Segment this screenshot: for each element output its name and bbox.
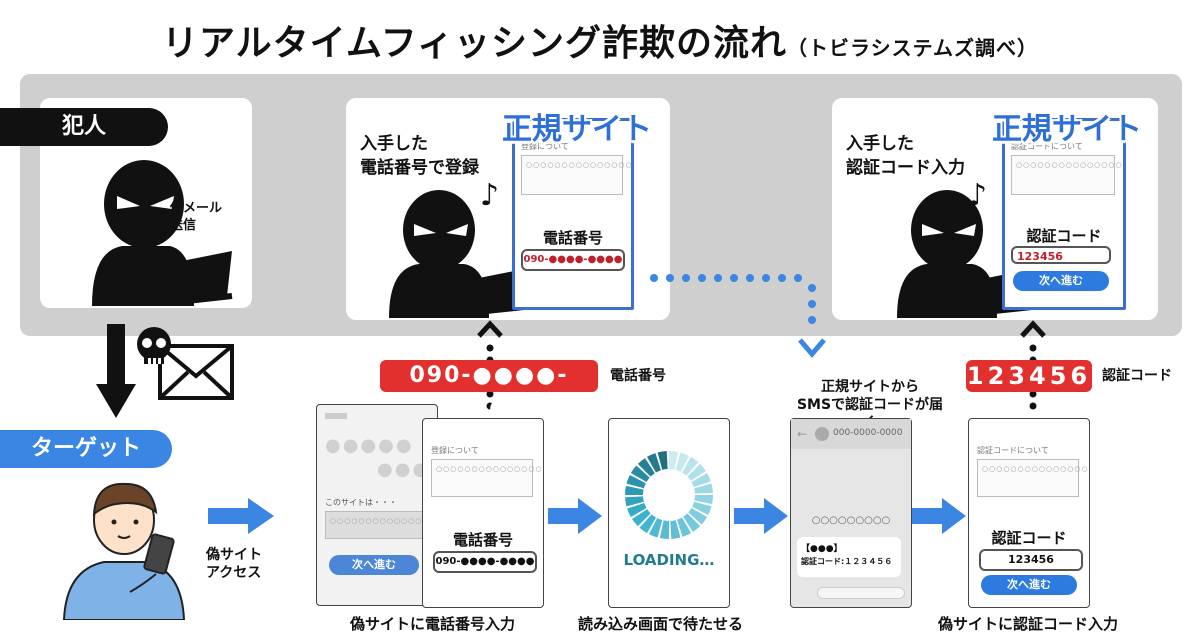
fake-back-next-button[interactable]: 次へ進む [329,555,419,575]
spinner-segment [627,503,647,517]
sms-screen: ← 000-0000-0000 ○○○○○○○○○ 【●●●】 認証コード:１２… [790,418,912,608]
spinner-segment [683,513,701,532]
phone-field[interactable]: 090-●●●●-●●●● [521,249,625,271]
spinner-segment [649,518,663,538]
sms-reply-input[interactable] [817,587,905,599]
spinner-segment [657,451,668,470]
spinner-segment [688,508,708,525]
spinner-segment [682,456,699,476]
caption-phone-input: 偽サイトに電話番号入力 [350,615,516,633]
field-label: 電話番号 [542,229,603,247]
spinner-segment [691,473,711,487]
loading-text: LOADING… [623,551,715,569]
spinner-segment [694,495,713,505]
spinner-segment [675,452,689,472]
fake-code-next-button[interactable]: 次へ進む [981,575,1077,595]
form-heading: 認証コードについて [1011,142,1083,151]
field-label: 認証コード [991,529,1067,547]
caption-code-input: 偽サイトに認証コード入力 [938,615,1119,633]
form-heading: 登録について [521,142,569,151]
back-arrow-icon[interactable]: ← [797,427,808,441]
dotted-connector [650,274,826,358]
loading-screen: LOADING… [608,418,730,608]
step-arrow-icon [208,498,274,534]
fake-site-phone-form: 登録について ○○○○○○○○○○○○○○○ 電話番号 090-●●●●-●●●… [422,418,544,608]
fake-back-heading: このサイトは・・・ [325,498,397,507]
spinner-segment [647,453,661,473]
title-main: リアルタイムフィッシング詐欺の流れ [161,23,788,64]
down-arrow-head-icon [96,384,136,418]
sms-message-bubble: 【●●●】 認証コード:１２３４５６ [797,537,901,577]
hacker-figure-icon [92,160,233,306]
spinner-segment [630,465,650,482]
sms-sender-number: 000-0000-0000 [833,428,903,438]
page-title: リアルタイムフィッシング詐欺の流れ（トビラシステムズ調べ） [0,14,1200,66]
malicious-mail-icon [137,327,234,400]
field-label: 認証コード [1026,227,1102,245]
fake-code-field[interactable]: 123456 [979,549,1083,571]
spinner-segment [626,475,646,489]
stolen-code-badge: 123456 [966,360,1092,392]
stolen-phone-label: 電話番号 [610,368,666,384]
fake-code-heading: 認証コードについて [977,446,1049,455]
phone-register-panel: 入手した 電話番号で登録 ♪ 登録について ○○○○○○○○○○○○○○○ 電話… [346,98,670,320]
step-arrow-icon [548,498,602,534]
spinner-segment [669,451,679,470]
title-sub: （トビラシステムズ調べ） [787,36,1039,60]
form-text-box: ○○○○○○○○○○○○○○○ [521,155,632,195]
code-input-caption: 入手した 認証コード入力 [846,134,965,178]
fake-front-heading: 登録について [431,446,479,455]
spinner-segment [625,485,644,495]
sms-note: 正規サイトから SMSで認証コードが届く [796,379,944,431]
spinner-segment [692,501,712,515]
next-button[interactable]: 次へ進む [1013,271,1109,291]
sms-body-dots: ○○○○○○○○○ [811,515,891,526]
hacker-figure-icon [389,190,529,318]
target-person-icon [62,482,186,620]
spinner-segment [687,463,706,481]
legit-site-window: 認証コードについて ○○○○○○○○○○○○○○○ 認証コード 123456 次… [1002,118,1126,310]
criminal-role-tag: 犯人 [0,108,168,146]
avatar-icon [815,427,829,441]
step-arrow-icon [734,498,788,534]
code-field[interactable]: 123456 [1011,246,1111,264]
spinner-segment [637,458,655,477]
target-role-tag: ターゲット [0,430,172,468]
spinner-segment [625,496,644,507]
phone-register-caption: 入手した 電話番号で登録 [360,134,479,178]
legit-site-window: 登録について ○○○○○○○○○○○○○○○ 電話番号 090-●●●●-●●●… [512,118,634,310]
legit-site-label: 正規サイト [992,112,1142,147]
spinner-segment [632,509,651,527]
loading-spinner-icon [625,451,713,539]
music-note-icon: ♪ [968,178,988,213]
spinner-segment [659,520,669,539]
down-arrow-shaft [107,324,125,386]
caption-loading: 読み込み画面で待たせる [578,615,744,633]
spinner-segment [639,514,656,534]
code-input-panel: 入手した 認証コード入力 ♪ 認証コードについて ○○○○○○○○○○○○○○○… [832,98,1158,320]
fake-site-back-screen: ●●●●● ●●● このサイトは・・・ ○○○○○○○○○○○○○○○ 次へ進む [316,404,438,606]
spinner-segment [694,483,713,494]
step-arrow-icon [912,498,966,534]
spinner-segment [677,517,691,537]
form-text-box: ○○○○○○○○○○○○○○○ [1011,155,1122,195]
field-label: 電話番号 [452,531,513,549]
spinner-segment [670,520,681,539]
music-note-icon: ♪ [480,178,500,213]
stolen-phone-badge: 090-●●●●-●●●● [380,360,598,420]
fake-site-code-form: 認証コードについて ○○○○○○○○○○○○○○○ 認証コード 123456 次… [968,418,1090,608]
legit-site-label: 正規サイト [502,112,652,147]
access-caption: 偽サイト アクセス [206,547,262,581]
fake-phone-field[interactable]: 090-●●●●-●●●● [433,551,537,573]
stolen-code-label: 認証コード [1102,368,1172,384]
criminal-caption: 偽メール 送信 [170,201,223,233]
